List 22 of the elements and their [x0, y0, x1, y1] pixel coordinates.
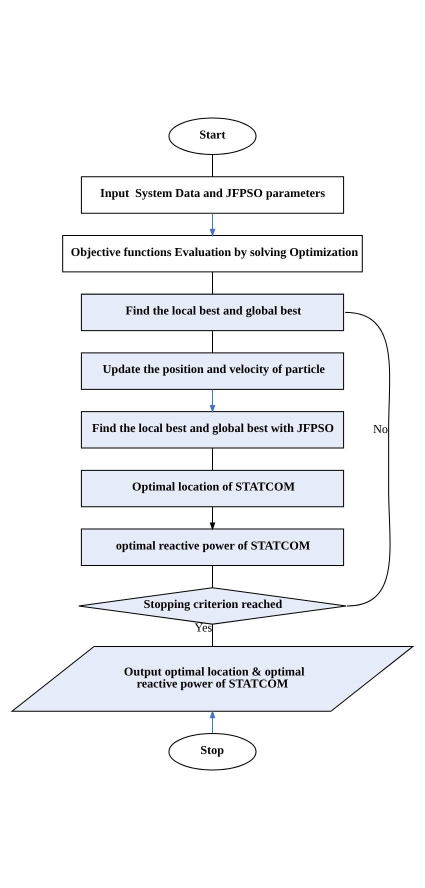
node-box: Find the local best and global best with JFPSO [80, 411, 344, 449]
node-box: Find the local best and global best [80, 294, 344, 332]
node-box: Objective functions Evaluation by solving Optimization [62, 234, 363, 272]
arrow [210, 710, 216, 734]
node-box: Update the position and velocity of particle [80, 352, 344, 390]
arrow [210, 389, 216, 414]
arrow [210, 506, 216, 531]
node-ellipse: Start [168, 118, 257, 155]
node-box: Optimal location of STATCOM [80, 470, 344, 508]
connector [212, 448, 213, 470]
node-diamond: Stopping criterion reached [78, 587, 347, 625]
connector [345, 312, 391, 606]
arrow [210, 213, 216, 237]
connector [212, 154, 213, 177]
connector [212, 566, 213, 588]
connector [212, 330, 213, 353]
connector [212, 272, 213, 294]
edge-label: No [373, 422, 388, 436]
node-box: Input System Data and JFPSO parameters [80, 176, 344, 214]
connector [212, 624, 213, 646]
node-box: optimal reactive power of STATCOM [80, 528, 344, 566]
node-ellipse: Stop [168, 733, 257, 770]
